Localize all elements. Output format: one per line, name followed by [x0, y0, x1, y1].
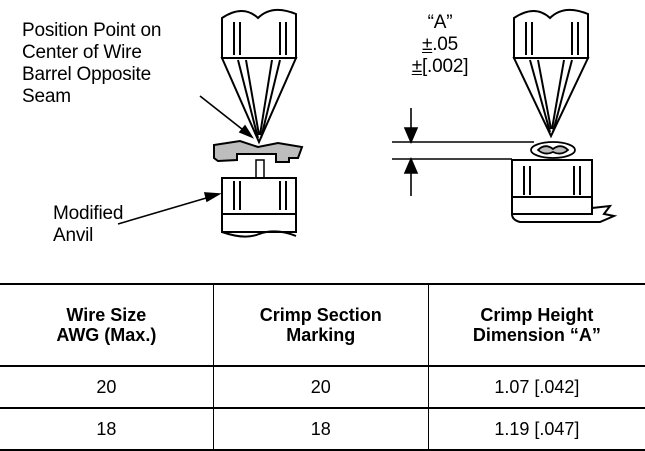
- position-label-line-1: Position Point on: [22, 20, 162, 41]
- position-point-label: Position Point on Center of Wire Barrel …: [22, 20, 212, 108]
- header-crimp-section-line-2: Marking: [286, 325, 356, 345]
- header-crimp-section-line-1: Crimp Section: [259, 305, 382, 325]
- header-crimp-height-line-1: Crimp Height: [480, 305, 594, 325]
- dimension-name: “A”: [427, 12, 453, 33]
- header-wire-size: Wire Size AWG (Max.): [0, 283, 214, 367]
- table-header-row: Wire Size AWG (Max.) Crimp Section Marki…: [0, 283, 645, 367]
- left-anvil: [221, 177, 297, 238]
- header-crimp-height: Crimp Height Dimension “A”: [427, 283, 645, 367]
- left-terminal: [213, 139, 304, 179]
- tolerance-in: ±[.002]: [405, 56, 475, 78]
- cell-crimp-section: 18: [212, 408, 429, 451]
- tolerance-in-value: [.002]: [421, 56, 469, 77]
- anvil-label-line-1: Modified: [53, 203, 124, 224]
- leader-arrows: [117, 95, 255, 225]
- crimp-height-figure: Position Point on Center of Wire Barrel …: [22, 8, 618, 247]
- position-label-line-2: Center of Wire: [22, 42, 142, 63]
- header-crimp-height-line-2: Dimension “A”: [472, 325, 601, 345]
- header-wire-size-line-1: Wire Size: [66, 305, 147, 325]
- tolerance-in-sign: ±: [411, 56, 422, 77]
- table-row: 18 18 1.19 [.047]: [0, 408, 645, 451]
- crimp-height-table: Wire Size AWG (Max.) Crimp Section Marki…: [0, 283, 645, 451]
- cell-crimp-height: 1.19 [.047]: [427, 408, 645, 451]
- left-indenter: [220, 8, 298, 145]
- cell-crimp-height: 1.07 [.042]: [427, 366, 645, 409]
- tolerance-mm: ±.05: [405, 34, 475, 56]
- cell-wire-size: 20: [0, 366, 214, 409]
- cell-wire-size: 18: [0, 408, 214, 451]
- anvil-label-line-2: Anvil: [53, 225, 94, 246]
- tolerance-mm-value: .05: [432, 34, 459, 55]
- crimp-diagram: [117, 8, 618, 238]
- position-label-line-4: Seam: [22, 86, 71, 107]
- right-anvil: [511, 159, 618, 223]
- position-label-line-3: Barrel Opposite: [22, 64, 152, 85]
- dimension-a-label: “A” ±.05 ±[.002]: [405, 12, 475, 78]
- modified-anvil-label: Modified Anvil: [53, 203, 163, 247]
- tolerance-mm-sign: ±: [421, 34, 433, 55]
- header-crimp-section: Crimp Section Marking: [212, 283, 429, 367]
- cell-crimp-section: 20: [212, 366, 429, 409]
- right-indenter: [512, 8, 590, 139]
- dimension-a-marker: [392, 108, 534, 196]
- header-wire-size-line-2: AWG (Max.): [56, 325, 157, 345]
- table-row: 20 20 1.07 [.042]: [0, 366, 645, 409]
- crimped-barrel: [530, 141, 576, 159]
